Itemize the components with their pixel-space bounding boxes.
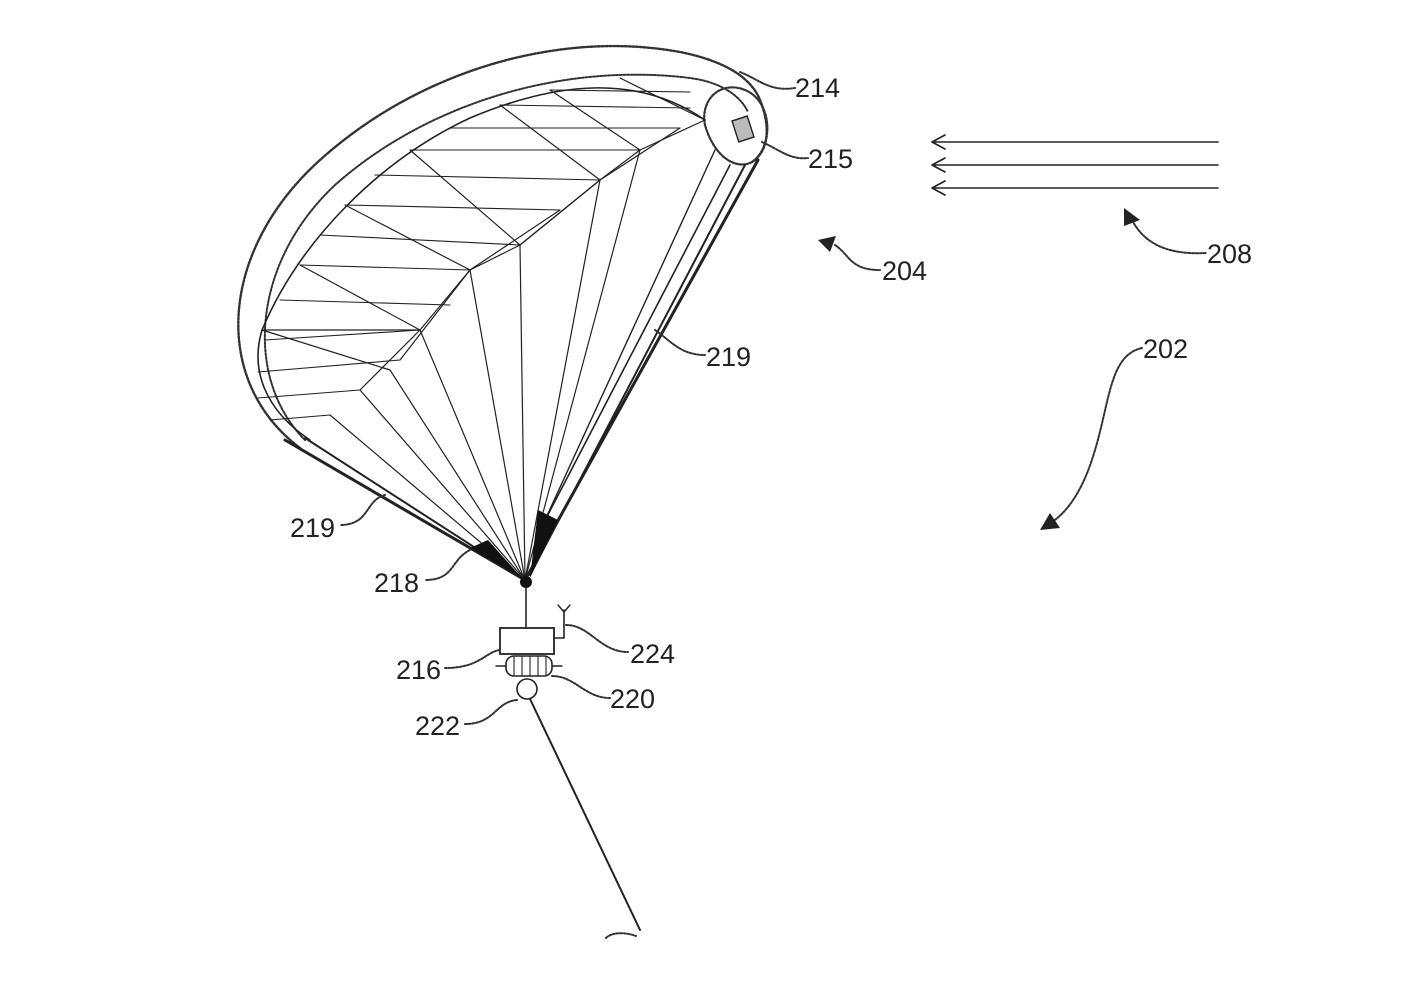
kite-canopy — [237, 44, 769, 581]
control-pod — [499, 627, 555, 655]
antenna-icon — [557, 604, 571, 613]
tether-line — [529, 698, 641, 931]
line-right-bundle-2 — [529, 164, 746, 576]
label-219-left: 219 — [290, 513, 335, 543]
leader-204 — [834, 244, 881, 271]
label-214: 214 — [795, 73, 840, 103]
canopy-leading-tube — [263, 73, 749, 441]
label-216: 216 — [396, 655, 441, 685]
tether-ground-lead — [605, 932, 637, 939]
label-204: 204 — [882, 256, 927, 286]
canopy-outline — [237, 44, 768, 450]
leader-220 — [551, 675, 611, 699]
canopy-web — [261, 77, 706, 581]
label-222: 222 — [415, 711, 460, 741]
label-220: 220 — [610, 684, 655, 714]
line-right-bundle-4 — [544, 149, 716, 521]
leader-202 — [1051, 347, 1143, 523]
sensor-box — [731, 115, 755, 143]
leader-214 — [739, 71, 796, 90]
wind-arrows — [931, 134, 1219, 196]
canopy-ribs — [257, 89, 691, 421]
leader-216 — [444, 649, 501, 669]
leader-208 — [1131, 219, 1207, 255]
line-right-bundle-3 — [539, 164, 731, 531]
flying-lines — [283, 149, 760, 582]
leader-lines — [339, 71, 1207, 725]
label-218: 218 — [374, 568, 419, 598]
arrowhead-204 — [818, 236, 836, 252]
leader-222 — [464, 699, 518, 725]
canopy-inner-edge — [261, 87, 706, 331]
label-208: 208 — [1207, 239, 1252, 269]
line-left-bundle-1 — [283, 438, 527, 582]
bridle-point — [520, 576, 532, 588]
leader-219-left — [339, 494, 386, 526]
leader-218 — [424, 549, 471, 581]
canopy-trailing-edge — [257, 329, 311, 441]
canopy-wingtip — [703, 86, 769, 166]
control-assembly — [495, 576, 571, 700]
right-line-sleeve — [530, 510, 558, 578]
leader-224 — [565, 624, 629, 653]
label-215: 215 — [808, 144, 853, 174]
label-224: 224 — [630, 639, 675, 669]
antenna-mast — [553, 609, 565, 639]
leader-219-right — [654, 329, 706, 356]
winch-drum — [495, 655, 563, 677]
label-219-right: 219 — [706, 342, 751, 372]
left-line-sleeve — [470, 540, 522, 578]
arrowhead-202 — [1040, 513, 1060, 530]
tether-pulley — [516, 678, 538, 700]
arrowhead-208 — [1124, 208, 1140, 226]
reference-numerals: 214 215 204 208 202 219 219 218 216 224 … — [290, 73, 1252, 741]
leader-215 — [761, 141, 809, 160]
label-202: 202 — [1143, 334, 1188, 364]
